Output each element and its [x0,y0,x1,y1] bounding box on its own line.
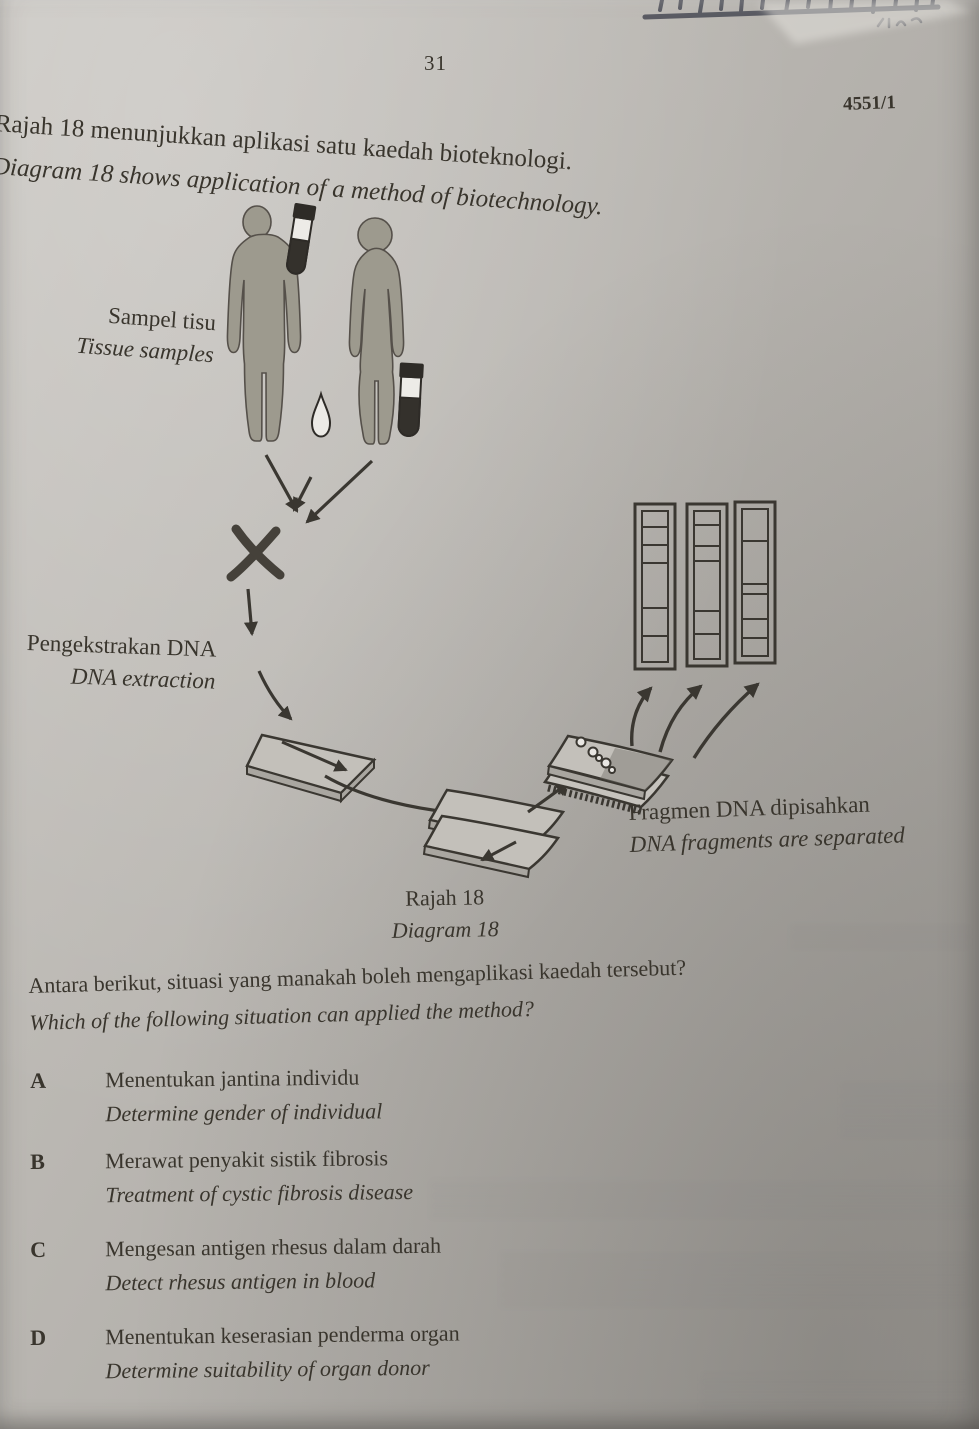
arrow [264,454,374,524]
option-d-english: Determine suitability of organ donor [105,1354,430,1384]
option-d-malay: Menentukan keserasian penderma organ [104,1320,460,1350]
gel-plate-icon [245,733,377,804]
option-b-english: Treatment of cystic fibrosis disease [105,1178,414,1208]
option-c-malay: Mengesan antigen rhesus dalam darah [104,1232,442,1262]
diagram-caption-malay: Rajah 18 [405,884,485,911]
bleed-through-ghost-text [790,925,970,949]
bleed-through-ghost-text [430,1178,975,1218]
diagram-caption-english: Diagram 18 [391,915,499,943]
option-a-malay: Menentukan jantina individu [104,1064,360,1093]
label-dna-extraction: Pengekstrakan DNA DNA extraction [7,628,217,696]
option-d-letter: D [30,1324,47,1350]
test-tube-icon [286,203,317,275]
option-a-letter: A [30,1067,47,1093]
male-figure-icon [226,205,302,442]
chromosome-icon [226,524,285,582]
option-b: B Merawat penyakit sistik fibrosis Treat… [30,1141,751,1209]
page-number: 31 [424,51,447,75]
bleed-through-ghost-text [840,1080,975,1138]
label-dna-extraction-malay: Pengekstrakan DNA [26,630,217,662]
diagram-caption: Rajah 18 Diagram 18 [345,882,546,944]
arrow [629,682,760,759]
option-b-letter: B [30,1148,45,1174]
female-figure-icon [348,217,405,445]
option-a-english: Determine gender of individual [105,1098,383,1127]
option-c-english: Detect rhesus antigen in blood [105,1267,376,1296]
option-d: D Menentukan keserasian penderma organ D… [30,1317,751,1385]
bleed-through-ghost-text [700,1372,970,1414]
label-tissue-samples: Sampel tisu Tissue samples [33,297,217,370]
test-tube-icon [397,362,424,437]
label-dna-fragments: Fragmen DNA dipisahkan DNA fragments are… [628,787,960,859]
option-a: A Menentukan jantina individu Determine … [30,1060,751,1128]
option-b-malay: Merawat penyakit sistik fibrosis [104,1145,389,1174]
photo-glare [758,0,972,44]
arrow [243,588,293,721]
option-c: C Mengesan antigen rhesus dalam darah De… [30,1229,751,1297]
paper-code: 4551/1 [842,92,897,115]
bleed-through-ghost-text [500,1252,970,1307]
droplet-icon [310,390,332,438]
option-c-letter: C [30,1236,47,1262]
gel-plate-stack-icon [422,788,566,879]
dna-band-strips-icon [633,500,777,671]
dna-fragments-plate-icon [542,734,675,816]
